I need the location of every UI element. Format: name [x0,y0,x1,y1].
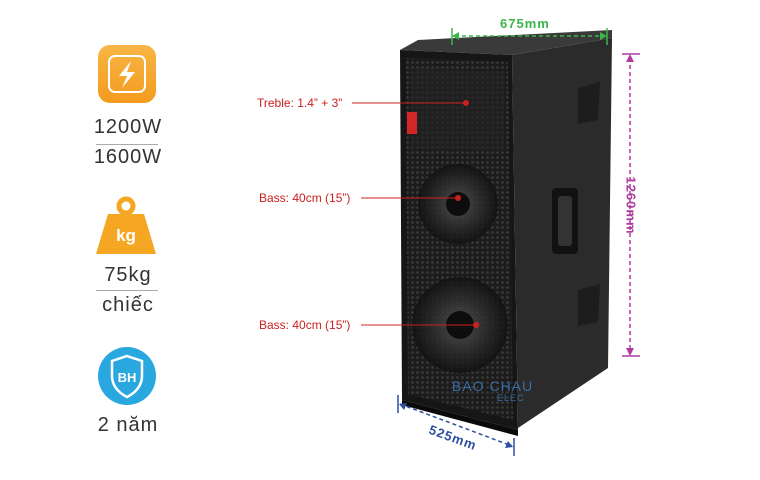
height-dimension-label: 1260mm [623,176,639,235]
warranty-shield-icon: BH [98,347,156,405]
kg-weight-icon: kg [96,196,156,254]
lightning-bolt-icon [98,45,156,103]
svg-text:BH: BH [118,370,137,385]
watermark-brand: BAO CHAU [452,378,534,394]
divider [96,290,158,291]
bass-upper-callout: Bass: 40cm (15”) [259,191,351,205]
weight-value: 75kg [104,264,152,286]
treble-callout: Treble: 1.4” + 3” [257,96,343,110]
bass-lower-callout: Bass: 40cm (15”) [259,318,351,332]
power-peak: 1600W [93,146,163,168]
watermark-sub: ELEC [497,393,525,403]
divider [96,144,158,145]
warranty-value: 2 năm [97,414,159,436]
treble-horn [412,68,504,150]
svg-text:kg: kg [116,226,136,245]
weight-unit: chiếc [102,294,154,316]
width-dimension-label: 675mm [500,16,550,31]
cabinet-top [400,30,612,55]
power-rated: 1200W [93,116,163,138]
brand-tag [407,112,417,134]
